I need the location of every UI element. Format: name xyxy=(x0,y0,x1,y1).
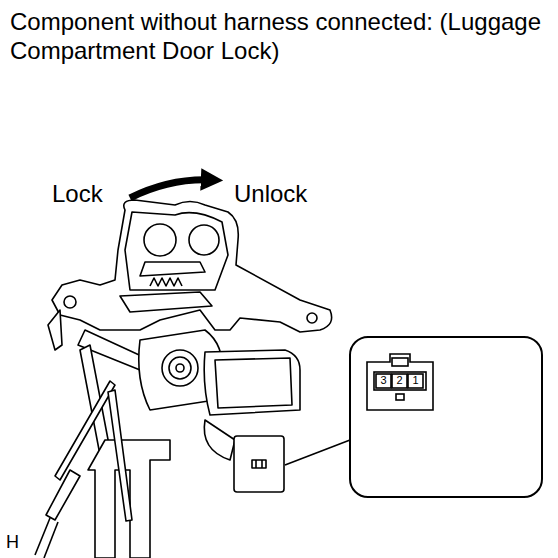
pin-number: 2 xyxy=(396,374,402,387)
unlock-label: Unlock xyxy=(234,180,307,209)
direction-arrow xyxy=(130,180,212,198)
figure-code: H xyxy=(6,532,19,554)
lock-body xyxy=(35,200,332,558)
pin-number: 1 xyxy=(412,374,418,387)
callout-box xyxy=(350,337,542,497)
lock-label: Lock xyxy=(52,180,103,209)
connector-face xyxy=(367,354,433,410)
callout-leader xyxy=(285,440,350,465)
title: Component without harness connected: (Lu… xyxy=(10,8,555,66)
pin-number: 3 xyxy=(380,374,386,387)
